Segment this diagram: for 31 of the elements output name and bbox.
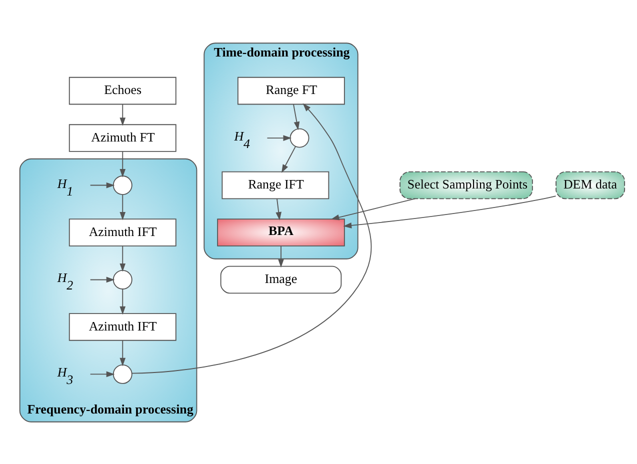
node-box: Range FT [237, 76, 345, 104]
arrow [120, 103, 126, 126]
node-box: Range IFT [222, 170, 330, 199]
node-box: Echoes [68, 76, 176, 104]
arrow [90, 276, 115, 282]
arrow [330, 198, 416, 220]
arrow [120, 150, 126, 177]
node-circle [112, 364, 132, 384]
arrow [120, 245, 126, 272]
arrow [266, 134, 292, 140]
arrow [131, 102, 372, 374]
node-box: Azimuth IFT [68, 218, 176, 246]
arrow [343, 195, 556, 228]
node-box: Image [220, 265, 342, 294]
arrow [120, 340, 126, 366]
node-box: BPA [217, 218, 345, 246]
arrow [90, 182, 115, 188]
arrow [276, 198, 282, 220]
node-box: Select Sampling Points [400, 170, 533, 199]
arrow [120, 194, 126, 220]
node-box: Azimuth IFT [68, 312, 176, 340]
arrow [90, 370, 115, 377]
arrow [278, 245, 284, 268]
node-circle [112, 175, 132, 194]
arrow [282, 146, 296, 172]
arrow [293, 103, 300, 130]
node-circle [112, 270, 132, 289]
node-circle [290, 128, 310, 148]
arrow [120, 288, 126, 314]
node-box: Azimuth FT [68, 124, 176, 152]
node-box: DEM data [556, 170, 626, 199]
